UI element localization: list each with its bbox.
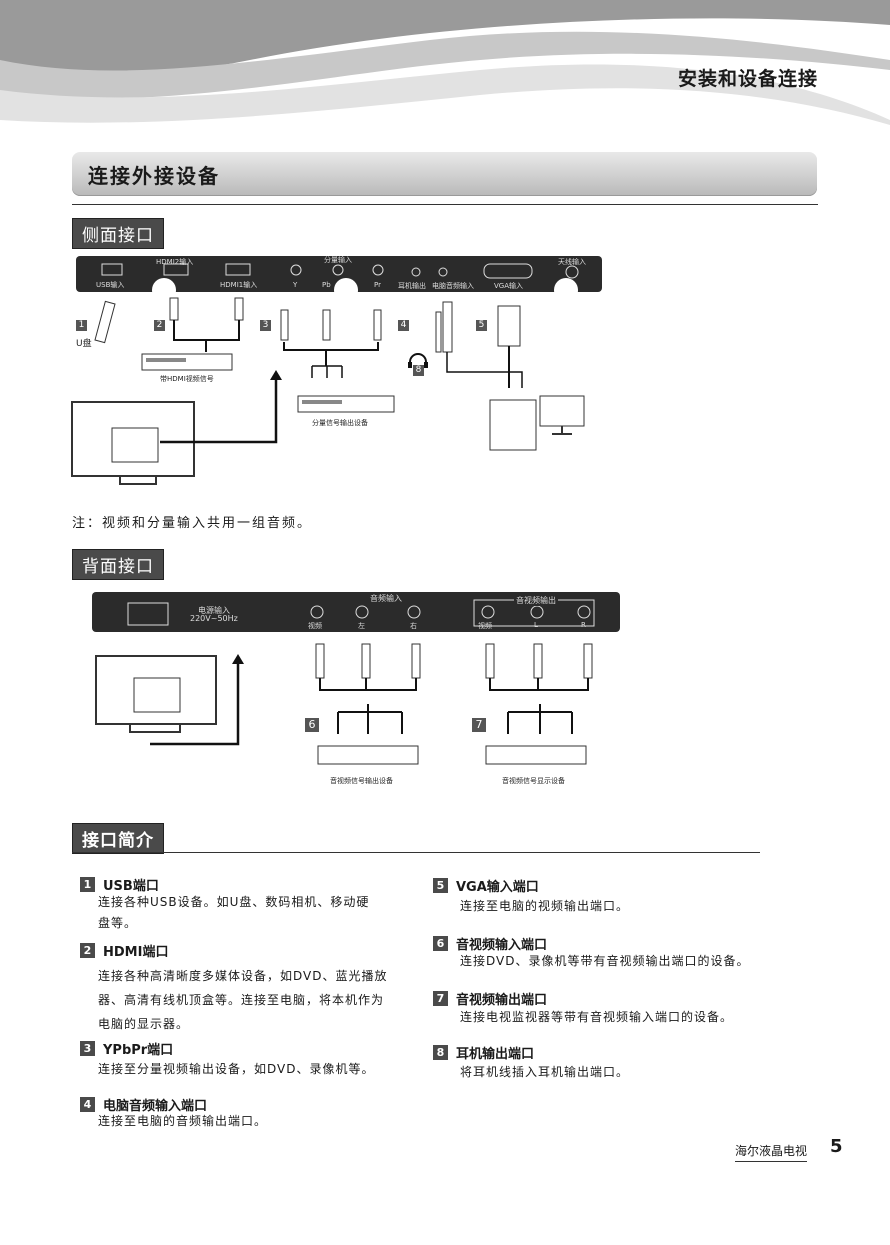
av-out-device-label: 音视频信号输出设备 bbox=[330, 777, 393, 785]
intro-item-7-badge: 7 bbox=[433, 991, 448, 1006]
earphone-port-label: 耳机输出 bbox=[398, 282, 426, 290]
r-out-label: R bbox=[581, 621, 586, 629]
intro-item-8-title: 8 耳机输出端口 bbox=[433, 1043, 534, 1062]
side-note: 注：视频和分量输入共用一组音频。 bbox=[72, 516, 313, 531]
intro-item-1-body: 连接各种USB设备。如U盘、数码相机、移动硬 盘等。 bbox=[98, 895, 370, 930]
section-divider bbox=[72, 204, 818, 205]
left-in-label: 左 bbox=[358, 622, 365, 630]
side-interface-tag: 侧面接口 bbox=[72, 218, 164, 249]
antenna-port-label: 天线输入 bbox=[558, 258, 586, 266]
pb-port-label: Pb bbox=[322, 281, 331, 289]
marker-1: 1 bbox=[76, 320, 87, 331]
intro-item-5-title: 5 VGA输入端口 bbox=[433, 876, 539, 895]
back-connection-diagram bbox=[95, 643, 593, 765]
marker-4: 4 bbox=[398, 320, 409, 331]
video-in-label: 视频 bbox=[308, 622, 322, 630]
display-device-label: 音视频信号显示设备 bbox=[502, 777, 565, 785]
hdmi1-port-label: HDMI1输入 bbox=[220, 281, 258, 289]
right-in-label: 右 bbox=[410, 622, 417, 630]
usb-disk-label: U盘 bbox=[76, 339, 92, 349]
power-spec-label: 220V~50Hz bbox=[190, 614, 238, 623]
component-device-label: 分量信号输出设备 bbox=[312, 419, 368, 427]
back-port-panel: 电源输入 220V~50Hz 音频输入 视频 左 右 音视频输出 视频 L R bbox=[92, 592, 620, 632]
hdmi2-port-label: HDMI2输入 bbox=[156, 258, 194, 266]
intro-item-6-badge: 6 bbox=[433, 936, 448, 951]
intro-item-8-body: 将耳机线插入耳机输出端口。 bbox=[460, 1065, 630, 1079]
intro-item-1-badge: 1 bbox=[80, 877, 95, 892]
video-out-label: 视频 bbox=[478, 622, 492, 630]
y-port-label: Y bbox=[293, 281, 298, 289]
side-connection-diagram bbox=[71, 297, 585, 485]
intro-item-7-body: 连接电视监视器等带有音视频输入端口的设备。 bbox=[460, 1010, 734, 1024]
intro-item-5-body: 连接至电脑的视频输出端口。 bbox=[460, 899, 630, 913]
back-interface-tag: 背面接口 bbox=[72, 549, 164, 580]
intro-item-6-title: 6 音视频输入端口 bbox=[433, 934, 547, 953]
intro-item-3-body: 连接至分量视频输出设备，如DVD、录像机等。 bbox=[98, 1062, 375, 1076]
hdmi-device-label: 带HDMI视频信号 bbox=[160, 375, 214, 383]
av-out-group-label: 音视频输出 bbox=[514, 595, 558, 606]
power-port-label: 电源输入 bbox=[198, 606, 230, 615]
side-port-panel: USB输入 HDMI2输入 HDMI1输入 分量输入 Y Pb Pr 耳机输出 … bbox=[76, 256, 602, 292]
intro-divider bbox=[72, 852, 760, 853]
marker-7: 7 bbox=[472, 718, 486, 732]
pr-port-label: Pr bbox=[374, 281, 381, 289]
component-group-label: 分量输入 bbox=[324, 256, 352, 264]
header-swoosh bbox=[0, 0, 890, 125]
marker-2: 2 bbox=[154, 320, 165, 331]
pc-audio-port-label: 电脑音频输入 bbox=[432, 282, 474, 290]
section-title-bar: 连接外接设备 bbox=[72, 152, 817, 196]
chapter-title: 安装和设备连接 bbox=[677, 68, 818, 90]
page-number: 5 bbox=[830, 1136, 843, 1157]
usb-port-label: USB输入 bbox=[96, 281, 125, 289]
intro-item-3-title: 3 YPbPr端口 bbox=[80, 1039, 173, 1058]
intro-item-1-title: 1 USB端口 bbox=[80, 875, 159, 894]
vga-port-label: VGA输入 bbox=[494, 282, 524, 290]
marker-3: 3 bbox=[260, 320, 271, 331]
marker-6: 6 bbox=[305, 718, 319, 732]
footer-brand: 海尔液晶电视 bbox=[735, 1142, 808, 1162]
intro-item-4-body: 连接至电脑的音频输出端口。 bbox=[98, 1114, 268, 1128]
intro-item-5-badge: 5 bbox=[433, 878, 448, 893]
intro-item-2-title: 2 HDMI端口 bbox=[80, 941, 168, 960]
intro-item-4-title: 4 电脑音频输入端口 bbox=[80, 1095, 207, 1114]
marker-5: 5 bbox=[476, 320, 487, 331]
intro-item-8-badge: 8 bbox=[433, 1045, 448, 1060]
section-title: 连接外接设备 bbox=[88, 164, 220, 188]
intro-item-2-body: 连接各种高清晰度多媒体设备，如DVD、蓝光播放 器、高清有线机顶盒等。连接至电脑… bbox=[98, 969, 388, 1031]
audio-in-group-label: 音频输入 bbox=[370, 594, 402, 603]
intro-item-2-badge: 2 bbox=[80, 943, 95, 958]
intro-item-6-body: 连接DVD、录像机等带有音视频输出端口的设备。 bbox=[460, 954, 750, 968]
intro-item-4-badge: 4 bbox=[80, 1097, 95, 1112]
marker-8: 8 bbox=[413, 365, 424, 376]
intro-tag: 接口简介 bbox=[72, 823, 164, 854]
l-out-label: L bbox=[534, 621, 538, 629]
intro-item-3-badge: 3 bbox=[80, 1041, 95, 1056]
intro-item-7-title: 7 音视频输出端口 bbox=[433, 989, 547, 1008]
